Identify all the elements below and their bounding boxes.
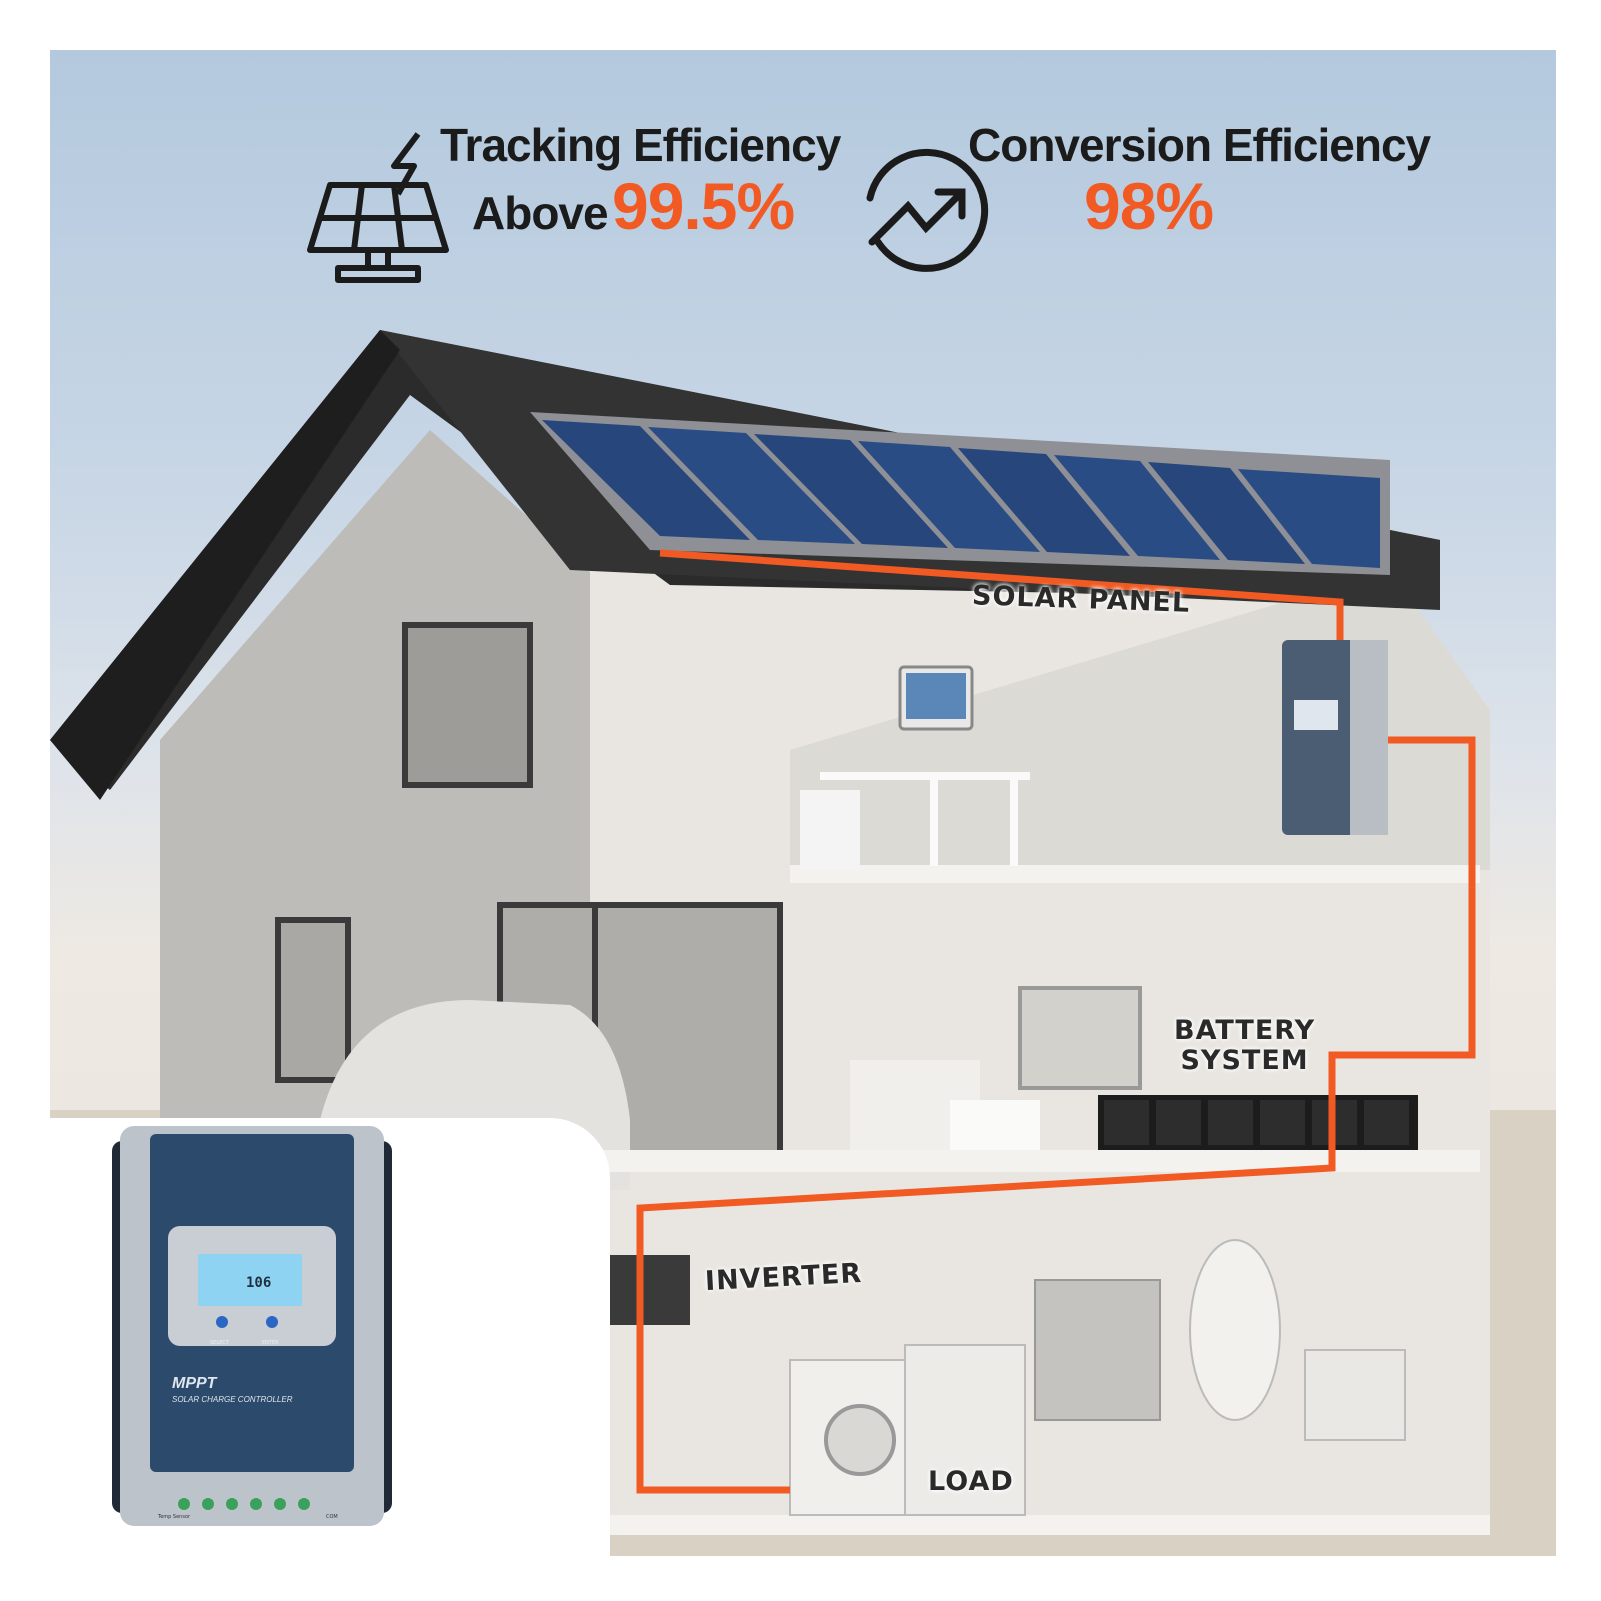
wiring: [636, 549, 1476, 1494]
label-battery-line1: BATTERY: [1174, 1015, 1316, 1046]
appliances: [789, 1239, 1406, 1516]
controller-select-label: SELECT: [210, 1340, 229, 1346]
controller-display-value: 106: [246, 1275, 272, 1291]
floor-upper: [790, 865, 1480, 883]
side-window: [275, 917, 351, 1083]
floor-lower: [590, 1515, 1490, 1535]
controller-device: [112, 1126, 392, 1526]
tracking-value: 99.5%: [612, 169, 795, 243]
controller-inset: 106 SELECT ENTER MPPT SOLAR CHARGE CONTR…: [50, 1118, 610, 1556]
battery-bank: [1098, 1095, 1418, 1150]
lightning-icon: [391, 132, 421, 196]
controller-enter-label: ENTER: [262, 1340, 279, 1346]
conversion-title: Conversion Efficiency: [968, 119, 1431, 171]
roof-edge: [50, 330, 400, 800]
label-battery-line2: SYSTEM: [1180, 1045, 1309, 1076]
controller-com: COM: [326, 1514, 338, 1520]
solar-panel-icon: [307, 182, 449, 283]
controller-temp-sensor: Temp Sensor: [158, 1514, 191, 1520]
desk-computer: [800, 665, 1030, 870]
label-load: LOAD: [928, 1466, 1014, 1497]
tracking-prefix: Above: [472, 187, 609, 239]
wall-controller: [1282, 640, 1388, 835]
upper-window: [402, 622, 533, 788]
growth-chart-icon: [866, 148, 989, 272]
label-battery-system: BATTERY SYSTEM: [1174, 1016, 1315, 1076]
floor-middle: [590, 1150, 1480, 1172]
controller-subtitle: SOLAR CHARGE CONTROLLER: [172, 1395, 293, 1404]
controller-brand: MPPT: [172, 1375, 217, 1392]
tracking-title: Tracking Efficiency: [440, 119, 841, 171]
conversion-value: 98%: [1084, 169, 1214, 243]
solar-panels: [530, 412, 1390, 575]
living-room: [850, 986, 1142, 1150]
